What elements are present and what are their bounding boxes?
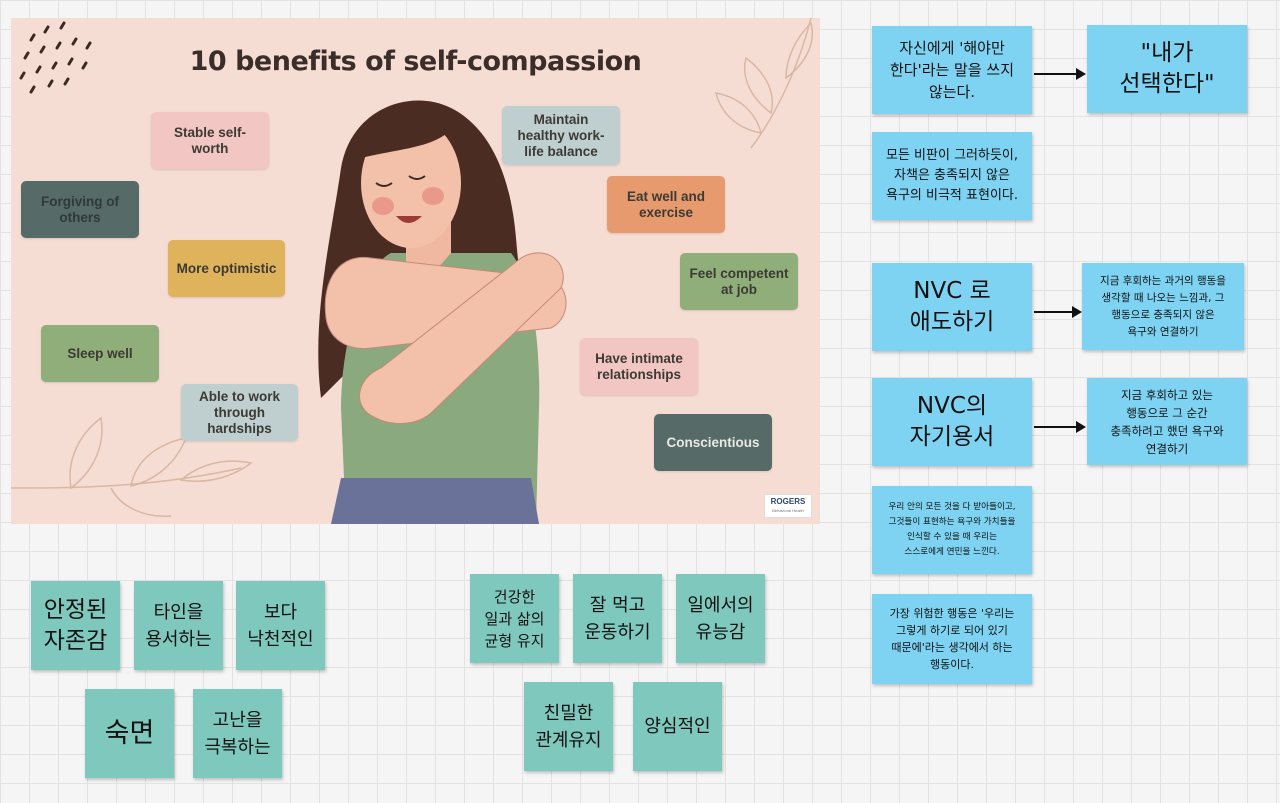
- note-text: 친밀한 관계유지: [535, 702, 602, 751]
- benefit-forgiving-of-others: Forgiving of others: [21, 181, 139, 238]
- benefit-intimate-relationships: Have intimate relationships: [580, 338, 698, 395]
- benefit-conscientious: Conscientious: [654, 414, 772, 471]
- benefit-work-life-balance: Maintain healthy work- life balance: [502, 106, 620, 165]
- self-compassion-infographic[interactable]: 10 benefits of self-compassion Stable se…: [11, 18, 820, 524]
- infographic-title: 10 benefits of self-compassion: [189, 46, 642, 77]
- note-text: NVC 로 애도하기: [909, 278, 995, 335]
- benefit-feel-competent: Feel competent at job: [680, 253, 798, 310]
- note-text: 타인을 용서하는: [145, 601, 212, 650]
- sticky-note-i-choose[interactable]: "내가 선택한다": [1087, 25, 1247, 113]
- note-text: 고난을 극복하는: [204, 709, 271, 758]
- note-text: 지금 후회하고 있는 행동으로 그 순간 충족하려고 했던 욕구와 연결하기: [1110, 387, 1224, 456]
- note-text: 지금 후회하는 과거의 행동을 생각할 때 나오는 느낌과, 그 행동으로 충족…: [1100, 274, 1226, 338]
- sticky-note-nvc-forgiveness[interactable]: NVC의 자기용서: [872, 378, 1032, 466]
- sticky-note-dangerous-action[interactable]: 가장 위험한 행동은 '우리는 그렇게 하기로 되어 있기 때문에'라는 생각에…: [872, 594, 1032, 684]
- sticky-note-sleep[interactable]: 숙면: [85, 689, 174, 778]
- sticky-note-work-competence[interactable]: 일에서의 유능감: [676, 574, 765, 663]
- sticky-note-criticism[interactable]: 모든 비판이 그러하듯이, 자책은 충족되지 않은 욕구의 비극적 표현이다.: [872, 132, 1032, 220]
- logo-subtext: Behavioral Health: [772, 508, 804, 513]
- note-text: 모든 비판이 그러하듯이, 자책은 충족되지 않은 욕구의 비극적 표현이다.: [886, 148, 1018, 203]
- sticky-note-optimistic[interactable]: 보다 낙천적인: [236, 581, 325, 670]
- sticky-note-intimate-relationships[interactable]: 친밀한 관계유지: [524, 682, 613, 771]
- sticky-note-mourning-description[interactable]: 지금 후회하는 과거의 행동을 생각할 때 나오는 느낌과, 그 행동으로 충족…: [1082, 263, 1244, 350]
- benefit-more-optimistic: More optimistic: [168, 240, 285, 297]
- sticky-note-should-not[interactable]: 자신에게 '해야만 한다'라는 말을 쓰지 않는다.: [872, 26, 1032, 114]
- sticky-note-conscientious[interactable]: 양심적인: [633, 682, 722, 771]
- logo-text: ROGERS: [770, 497, 806, 506]
- sticky-note-forgiveness-description[interactable]: 지금 후회하고 있는 행동으로 그 순간 충족하려고 했던 욕구와 연결하기: [1087, 378, 1247, 465]
- benefit-eat-well-exercise: Eat well and exercise: [607, 176, 725, 233]
- sticky-note-compassion[interactable]: 우리 안의 모든 것을 다 받아들이고, 그것들이 표현하는 욕구와 가치들을 …: [872, 486, 1032, 574]
- note-text: NVC의 자기용서: [909, 393, 995, 450]
- note-text: 건강한 일과 삶의 균형 유지: [484, 587, 545, 650]
- arrow-right-icon: [1034, 306, 1082, 318]
- woman-hugging-illustration: [11, 18, 813, 524]
- note-text: 가장 위험한 행동은 '우리는 그렇게 하기로 되어 있기 때문에'라는 생각에…: [889, 607, 1015, 671]
- note-text: 보다 낙천적인: [247, 601, 314, 650]
- sticky-note-nvc-mourning[interactable]: NVC 로 애도하기: [872, 263, 1032, 351]
- arrow-right-icon: [1034, 421, 1086, 433]
- sticky-note-eat-and-exercise[interactable]: 잘 먹고 운동하기: [573, 574, 662, 663]
- note-text: 잘 먹고 운동하기: [584, 594, 651, 643]
- note-text: 숙면: [104, 718, 155, 749]
- benefit-able-to-work-through-hardships: Able to work through hardships: [181, 384, 298, 441]
- sticky-note-stable-self-esteem[interactable]: 안정된 자존감: [31, 581, 120, 670]
- note-text: 일에서의 유능감: [687, 594, 754, 643]
- note-text: 자신에게 '해야만 한다'라는 말을 쓰지 않는다.: [889, 39, 1015, 101]
- note-text: "내가 선택한다": [1119, 40, 1215, 97]
- note-text: 안정된 자존감: [43, 596, 108, 654]
- note-text: 양심적인: [644, 716, 711, 737]
- sticky-note-overcoming-hardships[interactable]: 고난을 극복하는: [193, 689, 282, 778]
- benefit-sleep-well: Sleep well: [41, 325, 159, 382]
- benefit-stable-self-worth: Stable self- worth: [151, 112, 269, 169]
- sticky-note-work-life-balance[interactable]: 건강한 일과 삶의 균형 유지: [470, 574, 559, 663]
- sticky-note-forgiving-others[interactable]: 타인을 용서하는: [134, 581, 223, 670]
- rogers-logo: ROGERS Behavioral Health: [764, 494, 812, 518]
- arrow-right-icon: [1034, 68, 1086, 80]
- note-text: 우리 안의 모든 것을 다 받아들이고, 그것들이 표현하는 욕구와 가치들을 …: [888, 502, 1016, 557]
